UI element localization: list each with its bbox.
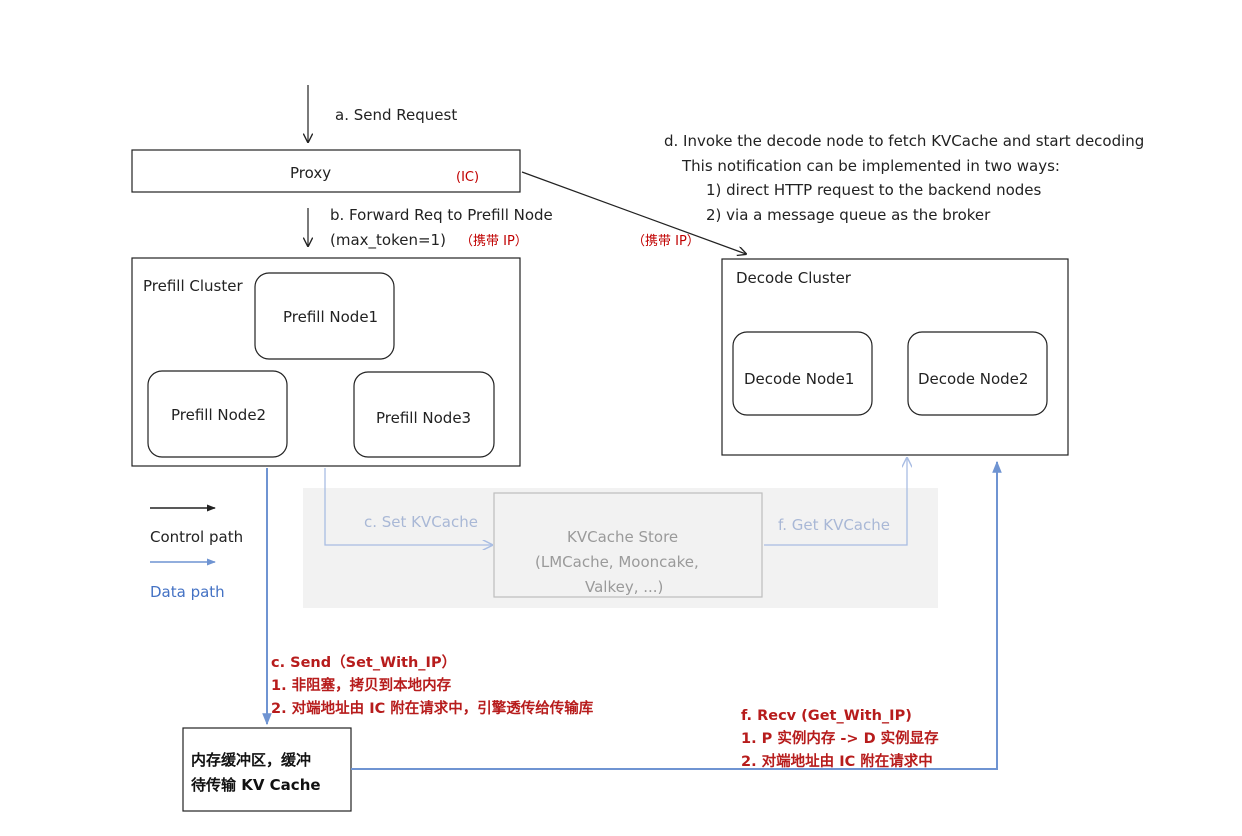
kvcache-store-box: [493, 492, 763, 598]
prefill-node1-box: [254, 272, 395, 360]
invoke-line4: 2) via a message queue as the broker: [706, 206, 991, 224]
recv-note-line2: 2. 对端地址由 IC 附在请求中: [741, 752, 933, 770]
proxy-ic-tag: (IC): [456, 170, 479, 185]
legend-control-label: Control path: [150, 528, 243, 546]
forward-label-line2: (max_token=1): [330, 231, 446, 250]
prefill-cluster-label: Prefill Cluster: [143, 277, 243, 295]
prefill-node2-label: Prefill Node2: [171, 406, 266, 424]
recv-note-title: f. Recv (Get_With_IP): [741, 708, 912, 724]
send-note-title: c. Send（Set_With_IP）: [271, 653, 456, 671]
invoke-line1: d. Invoke the decode node to fetch KVCac…: [664, 132, 1144, 150]
set-kvcache-arrow: [324, 468, 492, 545]
buffer-label-line2: 待传输 KV Cache: [191, 776, 321, 794]
memory-buffer-box: [182, 727, 352, 812]
set-kvcache-label: c. Set KVCache: [364, 513, 478, 531]
legend-data-label: Data path: [150, 583, 225, 601]
recv-data-arrow: [351, 460, 1002, 770]
proxy-box: [131, 149, 521, 193]
send-request-label: a. Send Request: [335, 106, 457, 124]
send-note-line2: 2. 对端地址由 IC 附在请求中，引擎透传给传输库: [271, 699, 594, 717]
get-kvcache-arrow: [764, 458, 907, 546]
forward-label-line1: b. Forward Req to Prefill Node: [330, 206, 553, 224]
store-label-line3: Valkey, ...): [585, 578, 663, 596]
send-note-line1: 1. 非阻塞，拷贝到本地内存: [271, 676, 452, 694]
prefill-node3-box: [353, 371, 495, 458]
decode-node1-label: Decode Node1: [744, 370, 854, 388]
store-label-line2: (LMCache, Mooncake,: [535, 553, 699, 571]
invoke-line2: This notification can be implemented in …: [681, 157, 1060, 175]
decode-node2-box: [907, 331, 1048, 416]
carry-ip-label: （携带 IP）: [460, 233, 528, 249]
invoke-line3: 1) direct HTTP request to the backend no…: [706, 181, 1042, 199]
decode-cluster-label: Decode Cluster: [736, 269, 852, 287]
get-kvcache-label: f. Get KVCache: [778, 516, 890, 534]
invoke-decode-arrow: [521, 171, 746, 254]
prefill-node1-label: Prefill Node1: [283, 308, 378, 326]
prefill-node3-label: Prefill Node3: [376, 409, 471, 427]
proxy-label: Proxy: [290, 164, 331, 182]
buffer-label-line1: 内存缓冲区，缓冲: [191, 751, 311, 769]
carry-ip-right-label: （携带 IP）: [632, 233, 700, 249]
decode-node1-box: [732, 331, 873, 416]
prefill-node2-box: [147, 370, 288, 458]
recv-note-line1: 1. P 实例内存 -> D 实例显存: [741, 729, 939, 747]
decode-node2-label: Decode Node2: [918, 370, 1028, 388]
store-label-line1: KVCache Store: [567, 528, 678, 546]
